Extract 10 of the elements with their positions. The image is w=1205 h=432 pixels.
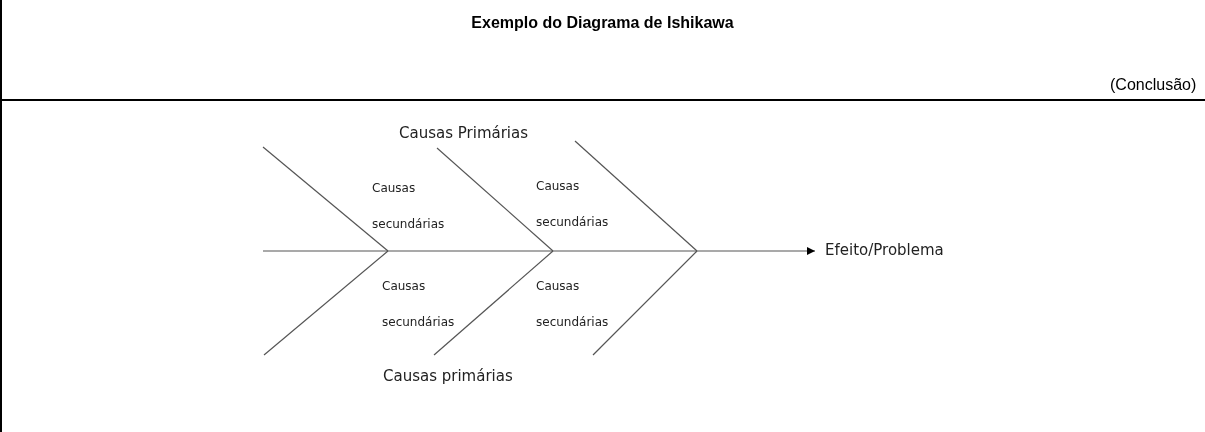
cause-label: Causas secundárias [536,278,610,331]
fishbone-drawing [262,140,698,356]
diagram-title: Exemplo do Diagrama de Ishikawa [470,14,735,32]
cause-label: Causas secundárias [382,278,456,331]
spine-arrow [696,247,816,255]
category-label: Causas Primárias [399,124,529,142]
effect-label: Efeito/Problema [815,241,944,259]
cause-label: Causas secundárias [372,180,446,233]
cause-label: Causas secundárias [536,178,610,231]
conclusion-note: (Conclusão) [1110,76,1197,94]
